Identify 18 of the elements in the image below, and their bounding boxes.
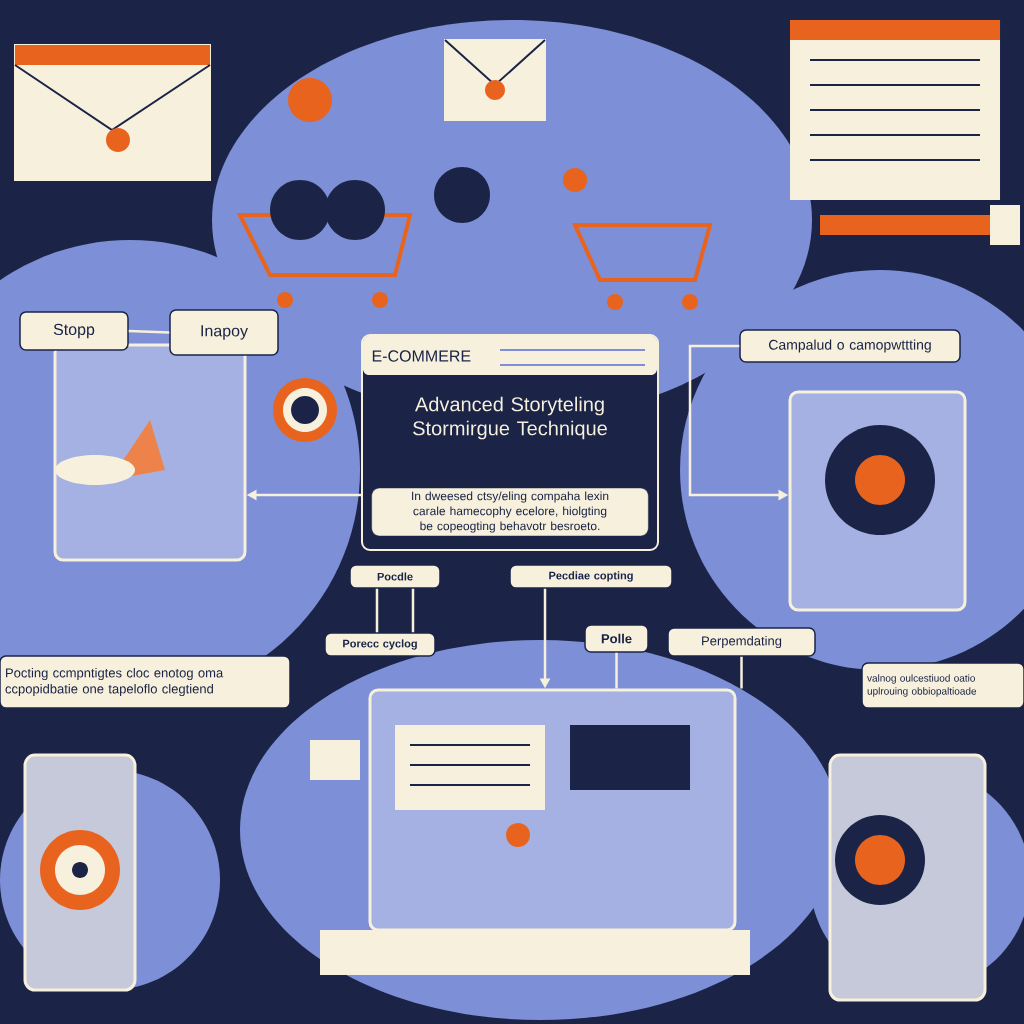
laptop-drawing bbox=[320, 688, 750, 975]
label-box: Porecc cyclog bbox=[324, 632, 436, 657]
label-box: Perpemdating bbox=[667, 627, 816, 657]
speech-bubble: Campalud o camopwttting bbox=[739, 329, 961, 363]
connector bbox=[375, 587, 415, 634]
label-box: Polle bbox=[584, 624, 649, 653]
label-box: Pocdle bbox=[349, 564, 441, 589]
connector bbox=[615, 652, 618, 689]
title-card: E-COMMERE Advanced Storyteling Stormirgue Technique In dweesed ctsy/eling compaha lexin carale hamecophy ecelore, hiolgting be copeogting behavotr besroeto. bbox=[361, 334, 659, 551]
label-box: Pecdiae copting bbox=[509, 564, 673, 589]
text-box: valnog oulcestiuod oatio uplrouing obbiopaltioade bbox=[861, 662, 1024, 709]
speech-bubble: Inapoy bbox=[169, 309, 279, 356]
tablet-drawing bbox=[788, 390, 967, 612]
connector bbox=[740, 656, 743, 689]
text-box: Pocting ccmpntigtes cloc enotog oma ccpopidbatie one tapeloflo clegtiend bbox=[0, 655, 291, 709]
connector bbox=[128, 329, 170, 334]
tablet-drawing bbox=[53, 343, 247, 562]
label-box: Stopp bbox=[19, 311, 129, 351]
